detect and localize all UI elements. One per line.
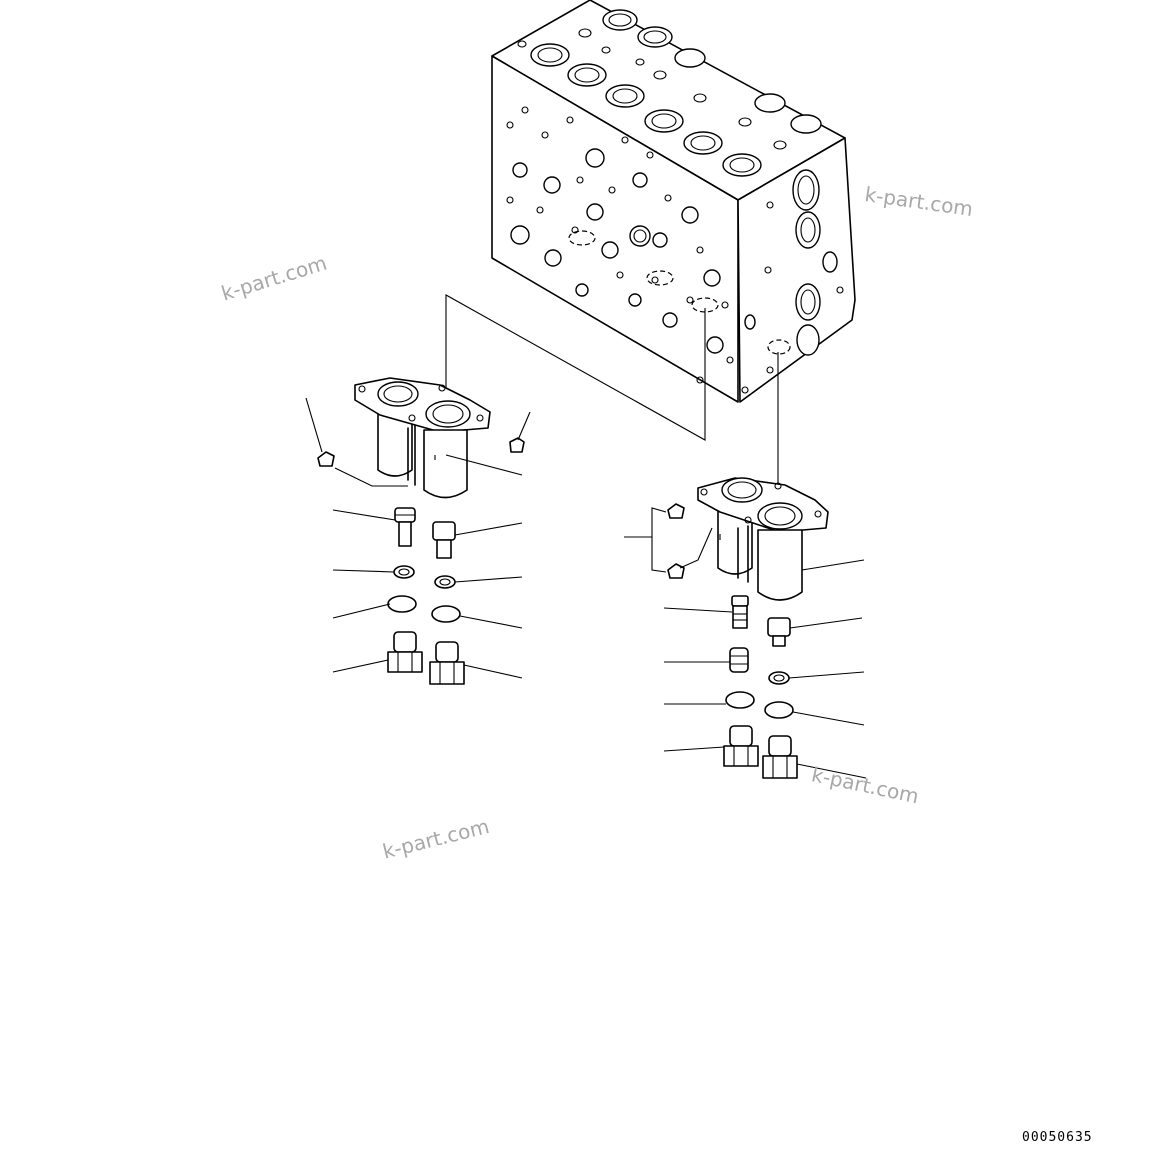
right-plug-b bbox=[667, 563, 685, 579]
side-face-holes bbox=[741, 169, 844, 394]
right-o-ring-b bbox=[764, 701, 794, 719]
left-leader-lines bbox=[305, 397, 531, 679]
left-poppet-a bbox=[394, 507, 416, 547]
left-plug-b bbox=[509, 437, 525, 453]
right-plug-fitting-a bbox=[723, 725, 759, 767]
right-leader-lines bbox=[624, 507, 867, 779]
right-poppet-b bbox=[767, 617, 791, 647]
left-plug-fitting-b bbox=[429, 641, 465, 685]
right-poppet-a bbox=[731, 595, 749, 629]
left-o-ring-b bbox=[431, 605, 461, 623]
left-backup-ring-a bbox=[393, 565, 415, 579]
control-valve-block bbox=[491, 0, 856, 403]
left-plug-fitting-a bbox=[387, 631, 423, 673]
right-plug-fitting-b bbox=[762, 735, 798, 779]
assembly-lines bbox=[445, 294, 779, 485]
right-plug-a bbox=[667, 503, 685, 519]
right-relief-valve-assembly bbox=[624, 477, 867, 779]
front-face-holes bbox=[506, 106, 734, 384]
left-poppet-b bbox=[432, 521, 456, 559]
left-o-ring-a bbox=[387, 595, 417, 613]
right-o-ring-a bbox=[725, 691, 755, 709]
right-backup-ring bbox=[768, 671, 790, 685]
left-backup-ring-b bbox=[434, 575, 456, 589]
right-spring bbox=[729, 647, 749, 673]
top-port-holes bbox=[517, 9, 822, 177]
left-plug-a bbox=[317, 451, 335, 467]
drawing-number: 00050635 bbox=[1022, 1130, 1093, 1145]
left-relief-valve-assembly bbox=[305, 377, 531, 685]
